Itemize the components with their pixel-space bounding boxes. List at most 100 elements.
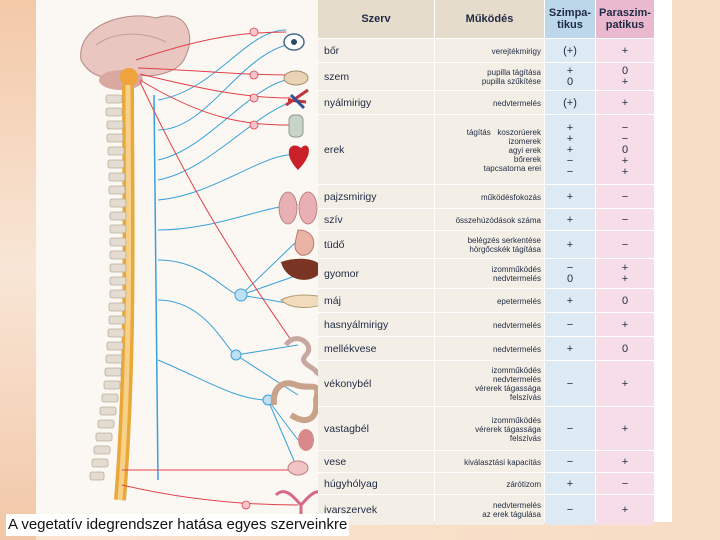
- function-cell: verejtékmirigy: [435, 39, 544, 63]
- function-cell: zárótizom: [435, 473, 544, 495]
- sympathetic-cell: −: [545, 407, 595, 451]
- sympathetic-cell: +: [545, 185, 595, 209]
- parasympathetic-cell: −: [596, 209, 654, 231]
- effects-table: Szerv Működés Szimpa- tikus Paraszim- pa…: [318, 0, 672, 522]
- function-line: izomerek: [509, 137, 541, 146]
- sympathetic-cell: +: [545, 231, 595, 259]
- organ-cell: pajzsmirigy: [318, 185, 434, 209]
- function-line: működésfokozás: [481, 193, 541, 202]
- function-line: zárótizom: [506, 480, 541, 489]
- function-line: nedvtermelés: [493, 375, 541, 384]
- table-row: vékonybélizomműködésnedvtermelésvérerek …: [318, 360, 654, 407]
- heart-icon: [289, 145, 309, 170]
- parasympathetic-cell: −: [596, 185, 654, 209]
- slide-caption: A vegetatív idegrendszer hatása egyes sz…: [6, 514, 349, 536]
- bladder-icon: [288, 461, 308, 475]
- function-line: tapcsatorna erei: [484, 164, 541, 173]
- parasympathetic-nerves: [122, 32, 298, 505]
- sympathetic-cell: +0: [545, 63, 595, 91]
- sympathetic-chain: [154, 95, 158, 480]
- organ-cell: máj: [318, 289, 434, 313]
- header-sympathetic: Szimpa- tikus: [545, 0, 595, 38]
- sympathetic-effect: −: [567, 505, 573, 516]
- function-line: felszívás: [510, 393, 541, 402]
- function-line: izomműködés: [492, 265, 541, 274]
- parasympathetic-cell: −: [596, 473, 654, 495]
- table-row: nyálmirigynedvtermelés(+)+: [318, 90, 654, 115]
- parasympathetic-effect: +: [622, 379, 628, 390]
- function-line: bőrerek: [514, 155, 541, 164]
- sympathetic-cell: +: [545, 337, 595, 361]
- parasympathetic-effect: +: [622, 424, 628, 435]
- stomach-icon: [295, 230, 314, 255]
- function-line: az erek tágulása: [482, 510, 541, 519]
- table-row: szívösszehúzódások száma+−: [318, 208, 654, 231]
- sympathetic-cell: −: [545, 495, 595, 525]
- function-line: belégzés serkentése: [468, 236, 541, 245]
- parasympathetic-cell: 0: [596, 337, 654, 361]
- parasympathetic-effect: +: [622, 167, 628, 178]
- parasympathetic-cell: +: [596, 91, 654, 115]
- parasympathetic-cell: 0+: [596, 63, 654, 91]
- organ-cell: nyálmirigy: [318, 91, 434, 115]
- organ-cell: tüdő: [318, 231, 434, 259]
- parasympathetic-effect: 0: [622, 145, 628, 156]
- organ-cell: húgyhólyag: [318, 473, 434, 495]
- kidney-icon: [298, 429, 314, 451]
- parasympathetic-cell: 0: [596, 289, 654, 313]
- salivary-gland-icon: [284, 71, 308, 85]
- table-row: pajzsmirigy működésfokozás +−: [318, 184, 654, 209]
- parasympathetic-effect: +: [622, 274, 628, 285]
- parasympathetic-cell: −: [596, 231, 654, 259]
- sympathetic-effect: −: [567, 320, 573, 331]
- parasympathetic-cell: +: [596, 39, 654, 63]
- parasympathetic-cell: +: [596, 361, 654, 407]
- parasympathetic-cell: +: [596, 451, 654, 473]
- parasympathetic-cell: +: [596, 407, 654, 451]
- organ-cell: vastagbél: [318, 407, 434, 451]
- function-line: kiválasztási kapacitás: [464, 458, 541, 467]
- slide-background-stripe: [0, 0, 36, 540]
- function-line: nedvtermelés: [493, 321, 541, 330]
- thyroid-icon: [289, 115, 303, 137]
- function-cell: epetermelés: [435, 289, 544, 313]
- function-line: vérerek tágassága: [475, 425, 541, 434]
- header-function: Működés: [435, 0, 544, 38]
- table-row: mellékvesenedvtermelés+0: [318, 336, 654, 361]
- sympathetic-cell: −0: [545, 259, 595, 289]
- function-line: felszívás: [510, 434, 541, 443]
- sympathetic-cell: +++−−: [545, 115, 595, 185]
- parasympathetic-effect: −: [622, 240, 628, 251]
- celiac-ganglion: [235, 289, 247, 301]
- sympathetic-effect: −: [567, 167, 573, 178]
- table-row: bőrverejtékmirigy(+)+: [318, 38, 654, 63]
- sympathetic-effect: (+): [563, 46, 577, 57]
- sympathetic-effect: +: [567, 145, 573, 156]
- function-line: epetermelés: [497, 297, 541, 306]
- organ-cell: szem: [318, 63, 434, 91]
- sympathetic-nerves: [158, 30, 298, 470]
- function-cell: működésfokozás: [435, 185, 544, 209]
- function-cell: kiválasztási kapacitás: [435, 451, 544, 473]
- function-line: nedvtermelés: [493, 501, 541, 510]
- sympathetic-cell: −: [545, 313, 595, 337]
- function-cell: pupilla tágításapupilla szűkítése: [435, 63, 544, 91]
- header-parasympathetic: Paraszim- patikus: [596, 0, 654, 38]
- sympathetic-effect: +: [567, 123, 573, 134]
- parasympathetic-effect: +: [622, 156, 628, 167]
- function-line: nedvtermelés: [493, 345, 541, 354]
- function-cell: izomműködésnedvtermelésvérerek tágassága…: [435, 361, 544, 407]
- parasympathetic-effect: −: [622, 215, 628, 226]
- parasympathetic-effect: −: [622, 134, 628, 145]
- sympathetic-cell: −: [545, 361, 595, 407]
- sympathetic-effect: (+): [563, 98, 577, 109]
